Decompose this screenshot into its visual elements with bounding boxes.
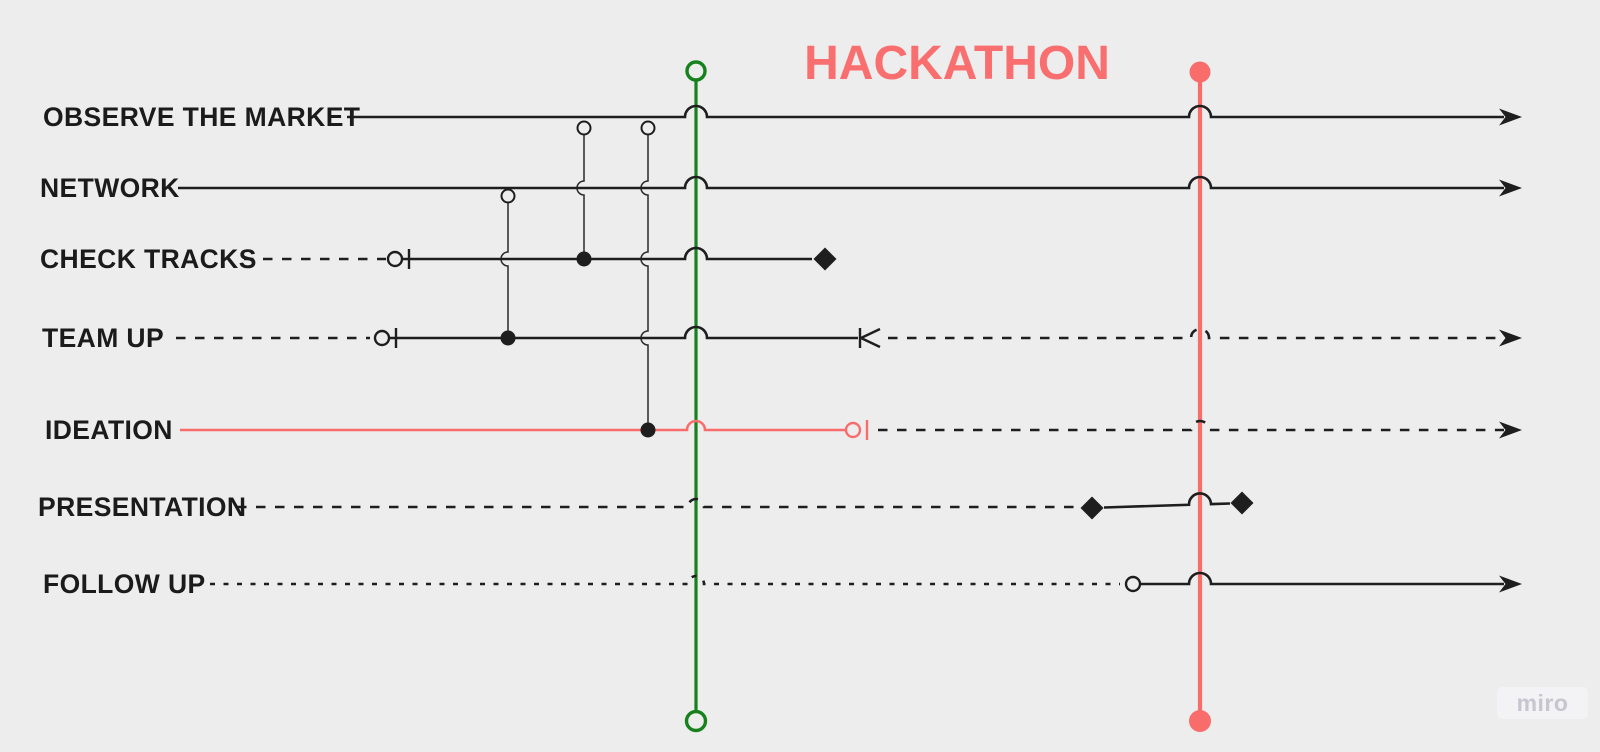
row-line-team-up-seg2[interactable]	[888, 327, 1504, 340]
arrow-left-tick-marker[interactable]	[858, 327, 881, 349]
row-label-team-up[interactable]: TEAM UP	[42, 323, 165, 353]
arrow-right-marker[interactable]	[1499, 575, 1522, 593]
row-label-check-tracks[interactable]: CHECK TRACKS	[40, 244, 257, 274]
diamond-marker[interactable]	[813, 247, 837, 271]
arrow-right-marker[interactable]	[1499, 329, 1522, 347]
connector-end-dot-observe-to-ideation[interactable]	[640, 422, 656, 438]
row-line-presentation-seg1[interactable]	[1103, 492, 1231, 509]
connector-observe-to-check-tracks[interactable]	[576, 134, 585, 260]
arrow-right-marker[interactable]	[1499, 421, 1522, 439]
diamond-marker[interactable]	[1230, 491, 1254, 515]
connector-start-circle-observe-to-ideation[interactable]	[640, 120, 656, 136]
connector-network-to-team-up[interactable]	[500, 202, 509, 339]
row-line-ideation-seg1[interactable]	[878, 419, 1504, 432]
connector-end-dot-observe-to-check-tracks[interactable]	[576, 251, 592, 267]
row-line-follow-up-seg0[interactable]	[210, 574, 1120, 586]
circle-tick-marker-circle[interactable]	[373, 329, 391, 347]
milestone-bottom-circle-start[interactable]	[684, 709, 708, 733]
row-line-observe-the-market-seg0[interactable]	[347, 104, 1504, 119]
connector-end-dot-network-to-team-up[interactable]	[500, 330, 516, 346]
row-line-follow-up-seg1[interactable]	[1141, 571, 1504, 586]
milestone-top-circle-start[interactable]	[685, 60, 707, 82]
connector-start-circle-observe-to-check-tracks[interactable]	[576, 120, 592, 136]
row-label-presentation[interactable]: PRESENTATION	[38, 492, 247, 522]
row-line-network-seg0[interactable]	[178, 175, 1504, 190]
connector-observe-to-ideation[interactable]	[640, 134, 649, 431]
connector-start-circle-network-to-team-up[interactable]	[500, 188, 516, 204]
row-label-observe-the-market[interactable]: OBSERVE THE MARKET	[43, 102, 361, 132]
open-circle-marker[interactable]	[1124, 575, 1142, 593]
circle-tick-marker-circle[interactable]	[386, 250, 404, 268]
row-line-team-up-seg1[interactable]	[389, 325, 858, 340]
row-label-follow-up[interactable]: FOLLOW UP	[43, 569, 206, 599]
arrow-right-marker[interactable]	[1499, 108, 1522, 126]
row-label-network[interactable]: NETWORK	[40, 173, 180, 203]
diamond-marker[interactable]	[1080, 496, 1104, 520]
row-line-check-tracks-seg1[interactable]	[402, 246, 812, 261]
arrow-right-marker[interactable]	[1499, 179, 1522, 197]
circle-tick-marker-circle[interactable]	[844, 421, 862, 439]
row-label-ideation[interactable]: IDEATION	[45, 415, 173, 445]
miro-watermark: miro	[1497, 687, 1588, 719]
row-line-ideation-seg0[interactable]	[180, 419, 846, 432]
board-title[interactable]: HACKATHON	[804, 37, 1110, 90]
milestone-bottom-circle-hackathon-day[interactable]	[1189, 710, 1211, 732]
milestone-top-circle-hackathon-day[interactable]	[1189, 61, 1211, 83]
row-line-presentation-seg0[interactable]	[237, 497, 1079, 509]
